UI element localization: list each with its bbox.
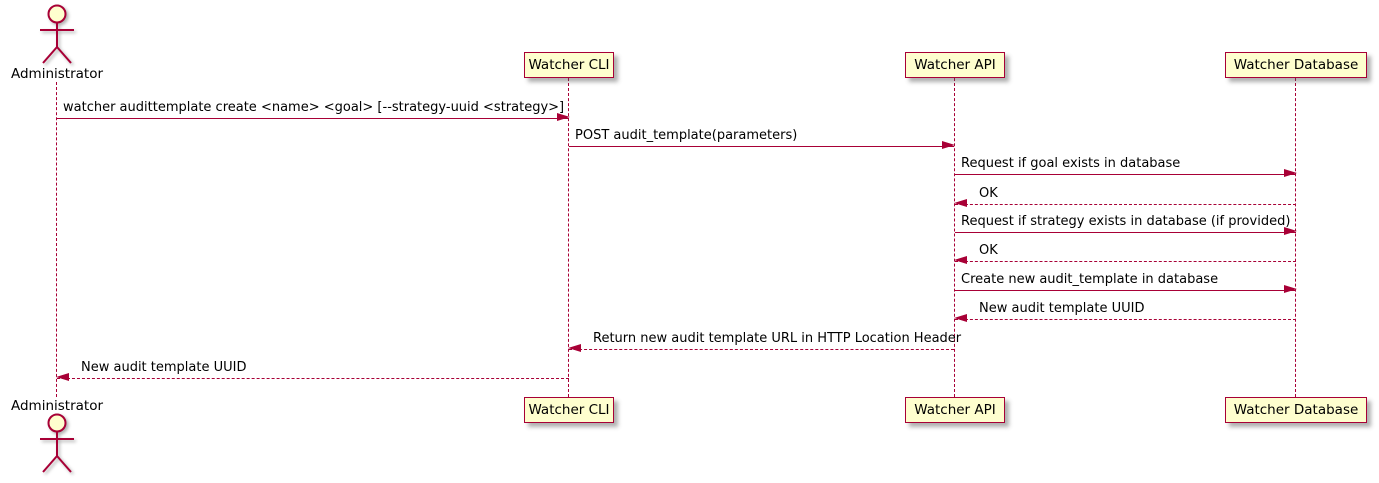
lifeline-watcher-cli xyxy=(568,78,569,397)
lifeline-watcher-api xyxy=(954,78,955,397)
arrowhead-left-icon xyxy=(954,314,967,323)
message-line xyxy=(56,373,569,382)
message-new-audit-template-uuid-admin: New audit template UUID xyxy=(56,360,569,382)
arrowhead-right-icon xyxy=(1284,169,1297,178)
participant-label: Watcher Database xyxy=(1233,57,1359,73)
arrowhead-right-icon xyxy=(557,113,570,122)
message-return-url-location-header: Return new audit template URL in HTTP Lo… xyxy=(568,331,962,353)
message-line xyxy=(57,113,570,122)
message-label: New audit template UUID xyxy=(81,360,247,375)
message-line xyxy=(955,169,1297,178)
participant-watcher-database-bottom: Watcher Database xyxy=(1225,397,1367,423)
message-label: Return new audit template URL in HTTP Lo… xyxy=(593,331,962,346)
message-line xyxy=(955,285,1297,294)
arrowhead-left-icon xyxy=(954,199,967,208)
arrowhead-left-icon xyxy=(954,256,967,265)
participant-watcher-api-top: Watcher API xyxy=(905,52,1005,78)
message-new-audit-template-uuid-db: New audit template UUID xyxy=(954,301,1296,323)
message-ok-strategy: OK xyxy=(954,243,1296,265)
lifeline-administrator xyxy=(56,82,57,397)
message-post-audit-template: POST audit_template(parameters) xyxy=(569,128,955,150)
message-create-audittemplate: watcher audittemplate create <name> <goa… xyxy=(57,100,570,122)
message-create-new-audit-template: Create new audit_template in database xyxy=(955,272,1297,294)
arrowhead-right-icon xyxy=(1284,285,1297,294)
participant-watcher-cli-bottom: Watcher CLI xyxy=(524,397,614,423)
message-label: Request if goal exists in database xyxy=(961,156,1181,171)
arrowhead-left-icon xyxy=(56,373,69,382)
message-label: watcher audittemplate create <name> <goa… xyxy=(63,100,565,115)
message-label: OK xyxy=(979,186,998,201)
arrowhead-right-icon xyxy=(1284,227,1297,236)
participant-label: Watcher API xyxy=(914,402,996,418)
message-label: OK xyxy=(979,243,998,258)
arrowhead-right-icon xyxy=(942,141,955,150)
message-label: Request if strategy exists in database (… xyxy=(961,214,1291,229)
participant-label: Watcher Database xyxy=(1233,402,1359,418)
participant-label: Watcher API xyxy=(914,57,996,73)
lifeline-watcher-database xyxy=(1295,78,1296,397)
actor-figure-icon xyxy=(40,4,74,64)
message-line xyxy=(568,344,954,353)
participant-watcher-api-bottom: Watcher API xyxy=(905,397,1005,423)
message-line xyxy=(954,256,1296,265)
arrowhead-left-icon xyxy=(568,344,581,353)
actor-figure-icon xyxy=(40,413,74,473)
actor-administrator-bottom xyxy=(35,412,79,478)
message-line xyxy=(954,199,1296,208)
participant-label: Watcher CLI xyxy=(528,57,610,73)
message-label: Create new audit_template in database xyxy=(961,272,1219,287)
message-label: New audit template UUID xyxy=(979,301,1145,316)
participant-watcher-database-top: Watcher Database xyxy=(1225,52,1367,78)
message-line xyxy=(954,314,1296,323)
message-line xyxy=(955,227,1297,236)
message-request-strategy-exists: Request if strategy exists in database (… xyxy=(955,214,1297,236)
participant-label: Watcher CLI xyxy=(528,402,610,418)
message-line xyxy=(569,141,955,150)
actor-label-top: Administrator xyxy=(10,66,104,82)
message-request-goal-exists: Request if goal exists in database xyxy=(955,156,1297,178)
actor-label-bottom: Administrator xyxy=(10,398,104,414)
message-label: POST audit_template(parameters) xyxy=(575,128,798,143)
message-ok-goal: OK xyxy=(954,186,1296,208)
actor-administrator-top xyxy=(35,3,79,69)
participant-watcher-cli-top: Watcher CLI xyxy=(524,52,614,78)
